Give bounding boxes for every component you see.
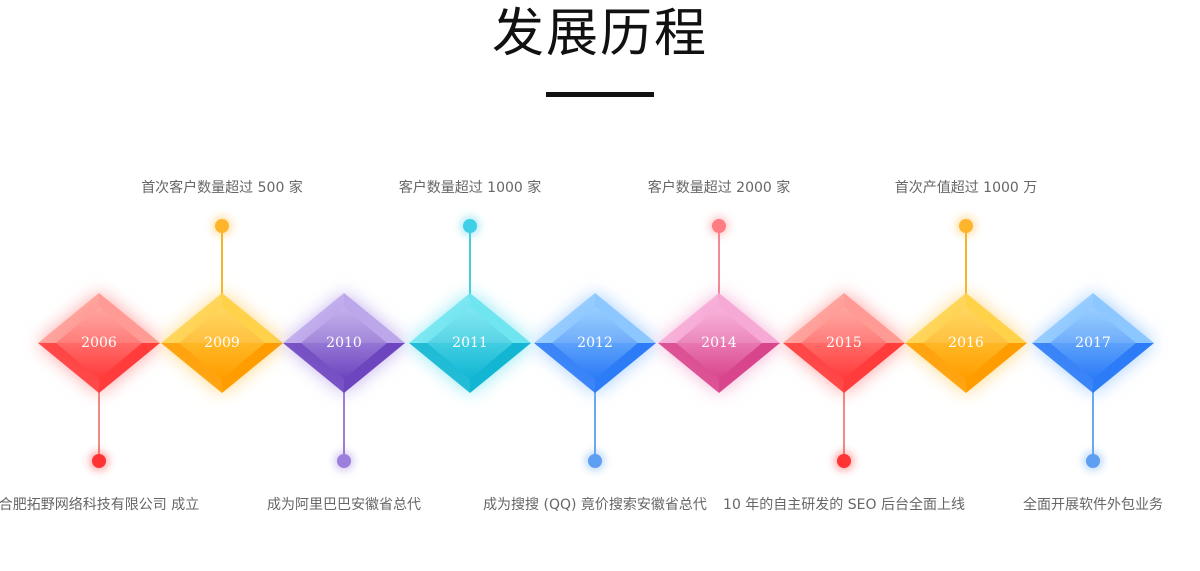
milestone-stem bbox=[718, 226, 720, 298]
diamond-highlight bbox=[56, 307, 142, 343]
diamond-shape bbox=[161, 293, 283, 393]
milestone-dot bbox=[1086, 454, 1100, 468]
year-diamond: 2017 bbox=[1032, 293, 1154, 393]
year-diamond: 2014 bbox=[658, 293, 780, 393]
year-label: 2017 bbox=[1075, 335, 1111, 351]
diamond-face bbox=[301, 307, 387, 379]
milestone-stem bbox=[221, 226, 223, 298]
diamond-shape bbox=[658, 293, 780, 393]
milestone-text: 全面开展软件外包业务 bbox=[1023, 497, 1163, 513]
year-diamond: 2015 bbox=[783, 293, 905, 393]
year-label: 2009 bbox=[204, 335, 240, 351]
milestone-text: 合肥拓野网络科技有限公司 成立 bbox=[0, 497, 200, 513]
milestone-stem bbox=[965, 226, 967, 298]
year-diamond: 2016 bbox=[905, 293, 1027, 393]
milestone-dot bbox=[337, 454, 351, 468]
milestone-stem bbox=[98, 388, 100, 461]
year-label: 2016 bbox=[948, 335, 984, 351]
year-label: 2010 bbox=[326, 335, 362, 351]
diamond-highlight bbox=[301, 307, 387, 343]
diamond-face bbox=[1050, 307, 1136, 379]
milestone-stem bbox=[594, 388, 596, 461]
diamond-face bbox=[801, 307, 887, 379]
diamond-shape bbox=[283, 293, 405, 393]
year-diamond: 2009 bbox=[161, 293, 283, 393]
diamond-shape bbox=[409, 293, 531, 393]
diamond-highlight bbox=[552, 307, 638, 343]
diamond-shape bbox=[38, 293, 160, 393]
diamond-shape bbox=[1032, 293, 1154, 393]
title-underline bbox=[546, 92, 654, 97]
page-title: 发展历程 bbox=[491, 4, 708, 64]
milestone-dot bbox=[712, 219, 726, 233]
milestone-text: 首次客户数量超过 500 家 bbox=[141, 180, 303, 196]
year-diamond: 2006 bbox=[38, 293, 160, 393]
milestone-stem bbox=[843, 388, 845, 461]
milestone-text: 客户数量超过 2000 家 bbox=[647, 180, 791, 196]
diamond-face bbox=[676, 307, 762, 379]
diamond-face bbox=[923, 307, 1009, 379]
milestone-text: 客户数量超过 1000 家 bbox=[398, 180, 542, 196]
diamond-face bbox=[427, 307, 513, 379]
year-diamond: 2010 bbox=[283, 293, 405, 393]
diamond-highlight bbox=[427, 307, 513, 343]
year-label: 2014 bbox=[701, 335, 737, 351]
diamond-face bbox=[179, 307, 265, 379]
diamond-face bbox=[56, 307, 142, 379]
milestone-dot bbox=[837, 454, 851, 468]
milestone-text: 成为阿里巴巴安徽省总代 bbox=[267, 497, 421, 513]
year-diamond: 2012 bbox=[534, 293, 656, 393]
milestone-text: 首次产值超过 1000 万 bbox=[894, 180, 1038, 196]
year-diamond: 2011 bbox=[409, 293, 531, 393]
milestone-dot bbox=[463, 219, 477, 233]
year-label: 2015 bbox=[826, 335, 862, 351]
year-label: 2006 bbox=[81, 335, 117, 351]
diamond-face bbox=[552, 307, 638, 379]
milestone-dot bbox=[959, 219, 973, 233]
year-label: 2012 bbox=[577, 335, 613, 351]
milestone-text: 成为搜搜 (QQ) 竟价搜索安徽省总代 bbox=[483, 497, 707, 513]
diamond-highlight bbox=[676, 307, 762, 343]
milestone-dot bbox=[215, 219, 229, 233]
diamond-shape bbox=[905, 293, 1027, 393]
milestone-stem bbox=[343, 388, 345, 461]
diamond-highlight bbox=[179, 307, 265, 343]
milestone-text: 10 年的自主研发的 SEO 后台全面上线 bbox=[723, 497, 965, 513]
diamond-highlight bbox=[923, 307, 1009, 343]
diamond-highlight bbox=[801, 307, 887, 343]
milestone-stem bbox=[1092, 388, 1094, 461]
diamond-shape bbox=[534, 293, 656, 393]
diamond-highlight bbox=[1050, 307, 1136, 343]
milestone-dot bbox=[92, 454, 106, 468]
year-label: 2011 bbox=[452, 335, 488, 351]
milestone-dot bbox=[588, 454, 602, 468]
diamond-shape bbox=[783, 293, 905, 393]
milestone-stem bbox=[469, 226, 471, 298]
